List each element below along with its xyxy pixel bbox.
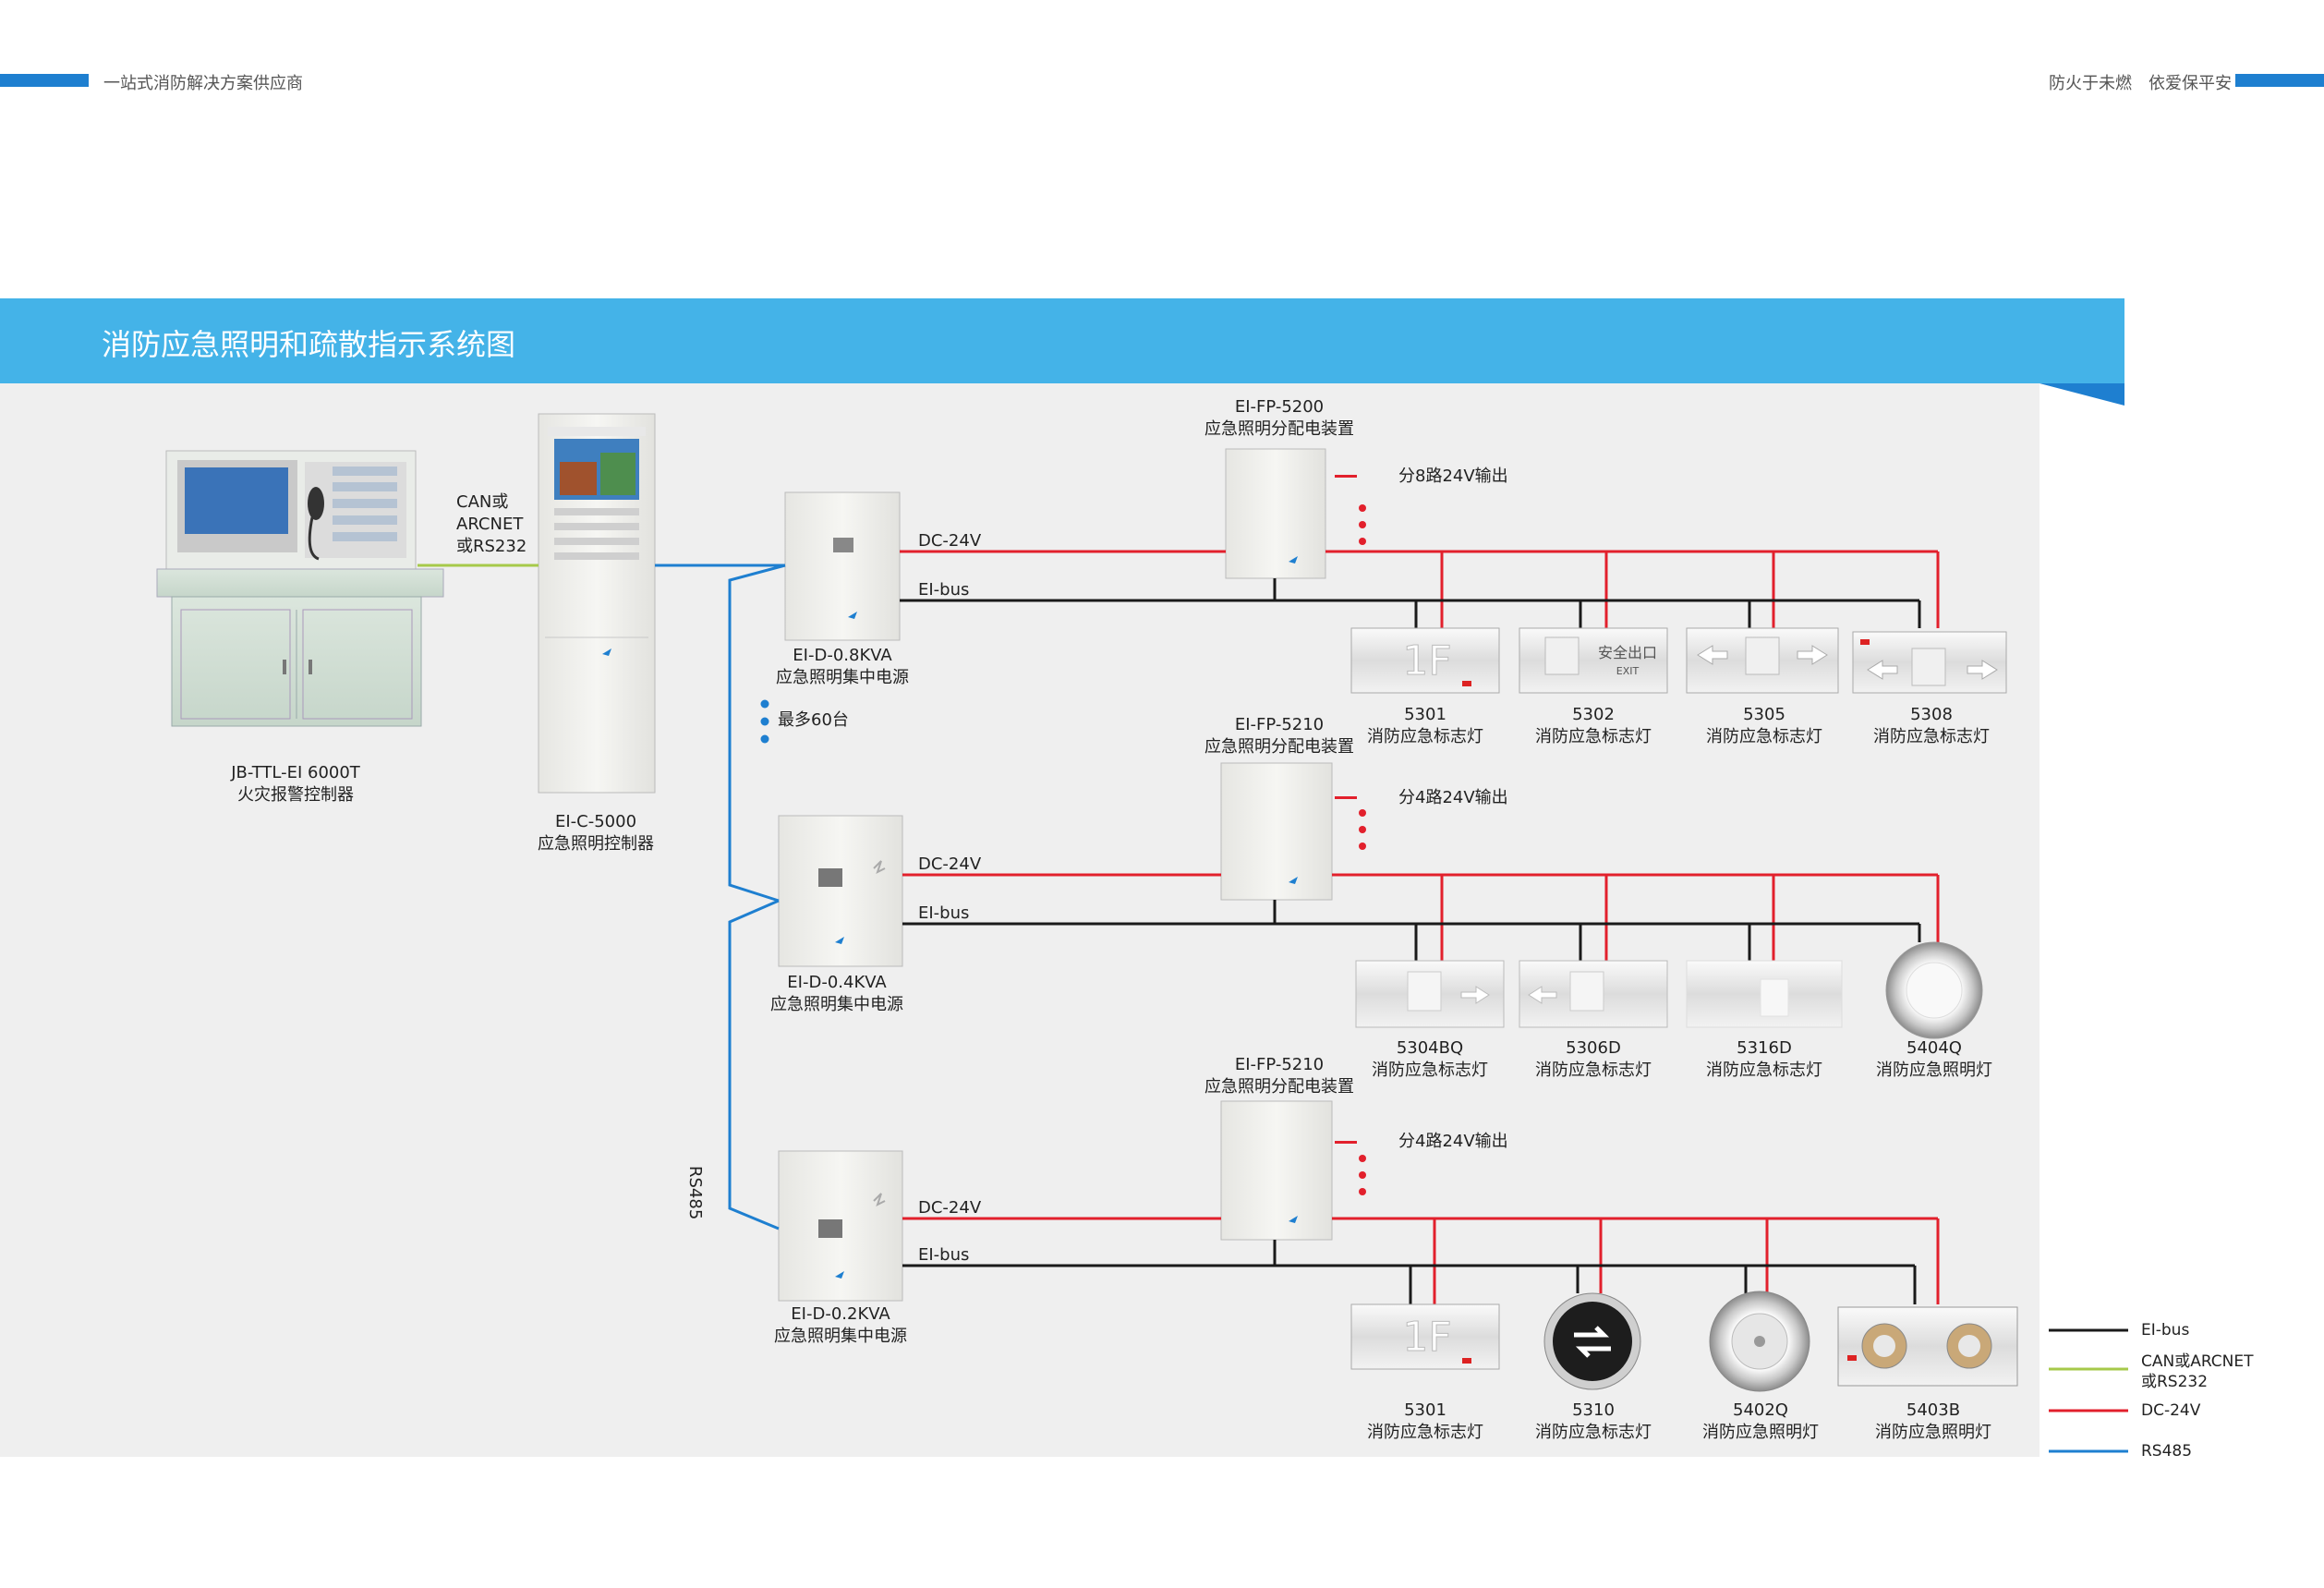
dist1-name: 应急照明分配电装置 <box>1204 419 1354 439</box>
rs485-links <box>655 564 786 1230</box>
legend-rs485: RS485 <box>2141 1442 2193 1461</box>
row2-name-1: 消防应急标志灯 <box>1372 1061 1488 1080</box>
can-label-3: 或RS232 <box>456 537 527 556</box>
controller-name: 应急照明控制器 <box>538 834 654 854</box>
fixture-5308 <box>1852 631 2007 694</box>
fixture-5306d <box>1519 960 1668 1028</box>
dist1-output: 分8路24V输出 <box>1398 467 1508 486</box>
svg-text:1F: 1F <box>1402 637 1451 685</box>
row3-name-2: 消防应急标志灯 <box>1535 1423 1652 1442</box>
rs485-label: RS485 <box>685 1166 705 1220</box>
row1-name-4: 消防应急标志灯 <box>1873 727 1990 746</box>
row1-model-2: 5302 <box>1572 705 1615 724</box>
psu-box-1 <box>784 491 901 641</box>
controller-model: EI-C-5000 <box>554 812 637 831</box>
svg-text:EXIT: EXIT <box>1616 665 1640 677</box>
header-accent-bar-left <box>0 74 89 87</box>
psu1-model: EI-D-0.8KVA <box>793 646 892 665</box>
row2-model-2: 5306D <box>1566 1038 1621 1058</box>
lighting-controller-cabinet <box>538 413 656 794</box>
row1-model-1: 5301 <box>1404 705 1446 724</box>
fire-panel-model: JB-TTL-EI 6000T <box>231 763 360 782</box>
title-banner <box>0 298 2124 383</box>
eibus-label-2: EI-bus <box>918 903 970 923</box>
fixture-5402q <box>1709 1291 1810 1392</box>
dist1-model: EI-FP-5200 <box>1234 397 1325 417</box>
psu3-name: 应急照明集中电源 <box>774 1327 907 1346</box>
dist-box-1 <box>1225 448 1326 579</box>
row2-name-4: 消防应急照明灯 <box>1876 1061 1992 1080</box>
header-tagline: 一站式消防解决方案供应商 <box>103 74 303 93</box>
row3-model-3: 5402Q <box>1733 1400 1788 1420</box>
row3-model-2: 5310 <box>1572 1400 1615 1420</box>
fixture-5404q <box>1885 941 1983 1039</box>
fixture-5403b <box>1837 1306 2018 1387</box>
row1-name-1: 消防应急标志灯 <box>1367 727 1483 746</box>
fixture-5301-a: 1F <box>1350 627 1500 694</box>
dc24v-lines <box>900 550 1940 1304</box>
dc24v-label-1: DC-24V <box>918 531 982 551</box>
fixture-5304bq <box>1355 960 1505 1028</box>
fixture-5316d <box>1686 960 1843 1028</box>
dist2-output: 分4路24V输出 <box>1398 788 1508 807</box>
row2-name-2: 消防应急标志灯 <box>1535 1061 1652 1080</box>
fixture-5310 <box>1543 1292 1641 1390</box>
psu2-name: 应急照明集中电源 <box>770 995 903 1014</box>
eibus-label-3: EI-bus <box>918 1245 970 1265</box>
header-accent-bar-right <box>2235 74 2324 87</box>
fire-panel-name: 火灾报警控制器 <box>237 785 354 805</box>
dc24v-label-2: DC-24V <box>918 855 982 874</box>
legend-can: CAN或ARCNET <box>2141 1352 2254 1371</box>
row3-name-3: 消防应急照明灯 <box>1702 1423 1819 1442</box>
can-label-1: CAN或 <box>456 492 509 512</box>
dist3-model: EI-FP-5210 <box>1234 1055 1325 1074</box>
psu3-model: EI-D-0.2KVA <box>791 1304 890 1324</box>
row3-model-1: 5301 <box>1404 1400 1446 1420</box>
row1-name-2: 消防应急标志灯 <box>1535 727 1652 746</box>
page-title: 消防应急照明和疏散指示系统图 <box>102 327 516 362</box>
dist-box-2 <box>1220 762 1333 901</box>
row1-model-3: 5305 <box>1743 705 1785 724</box>
can-label-2: ARCNET <box>456 515 524 534</box>
psu2-model: EI-D-0.4KVA <box>787 973 887 992</box>
legend-lines <box>2049 1328 2128 1453</box>
psu-box-3 <box>778 1150 903 1302</box>
dist-box-3 <box>1220 1100 1333 1241</box>
legend-eibus: EI-bus <box>2141 1321 2190 1339</box>
svg-text:1F: 1F <box>1402 1314 1451 1361</box>
row3-name-4: 消防应急照明灯 <box>1875 1423 1991 1442</box>
row3-model-4: 5403B <box>1906 1400 1961 1420</box>
eibus-lines <box>900 578 1921 1304</box>
svg-text:安全出口: 安全出口 <box>1598 644 1657 661</box>
row1-model-4: 5308 <box>1910 705 1953 724</box>
row2-model-1: 5304BQ <box>1396 1038 1464 1058</box>
fixture-5302: 安全出口 EXIT <box>1519 627 1668 694</box>
fire-alarm-control-panel <box>156 450 444 727</box>
row2-model-4: 5404Q <box>1906 1038 1962 1058</box>
dist3-name: 应急照明分配电装置 <box>1204 1077 1354 1097</box>
header-slogan: 防火于未燃 依爱保平安 <box>2049 74 2232 93</box>
fixture-5305 <box>1686 627 1839 694</box>
psu1-name: 应急照明集中电源 <box>776 668 909 687</box>
row2-model-3: 5316D <box>1737 1038 1792 1058</box>
row3-name-1: 消防应急标志灯 <box>1367 1423 1483 1442</box>
banner-fold <box>2040 383 2124 406</box>
row2-name-3: 消防应急标志灯 <box>1706 1061 1822 1080</box>
dist2-model: EI-FP-5210 <box>1234 715 1325 734</box>
fixture-5301-b: 1F <box>1350 1303 1500 1370</box>
dist2-name: 应急照明分配电装置 <box>1204 737 1354 757</box>
max-units-label: 最多60台 <box>778 710 849 730</box>
legend-can-2: 或RS232 <box>2141 1373 2209 1391</box>
eibus-label-1: EI-bus <box>918 580 970 600</box>
legend-dc24v: DC-24V <box>2141 1401 2201 1420</box>
psu-box-2 <box>778 815 903 967</box>
more-units-dots <box>760 699 769 744</box>
row1-name-3: 消防应急标志灯 <box>1706 727 1822 746</box>
dc24v-label-3: DC-24V <box>918 1198 982 1218</box>
output-dots <box>1335 475 1366 1195</box>
dist3-output: 分4路24V输出 <box>1398 1132 1508 1151</box>
